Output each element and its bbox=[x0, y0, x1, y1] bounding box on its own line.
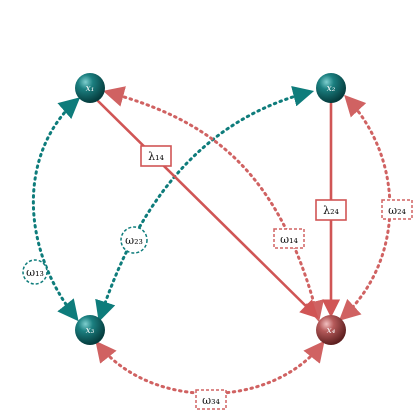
edge-lambda14 bbox=[96, 99, 319, 319]
label-omega34-text: ω₃₄ bbox=[202, 394, 220, 407]
node-x4: x₄ bbox=[316, 315, 346, 345]
label-omega24-text: ω₂₄ bbox=[388, 204, 406, 217]
label-omega23: ω₂₃ bbox=[120, 226, 148, 254]
node-x4-label: x₄ bbox=[327, 326, 336, 336]
node-x2: x₂ bbox=[316, 73, 346, 103]
label-omega23-text: ω₂₃ bbox=[125, 234, 143, 247]
label-omega13-text: ω₁₃ bbox=[26, 266, 44, 279]
label-omega14-text: ω₁₄ bbox=[280, 233, 298, 246]
label-lambda14: λ₁₄ bbox=[140, 145, 172, 167]
label-lambda24-text: λ₂₄ bbox=[323, 204, 339, 217]
node-x1-label: x₁ bbox=[86, 84, 95, 94]
label-omega13: ω₁₃ bbox=[22, 259, 48, 285]
node-x2-label: x₂ bbox=[327, 84, 336, 94]
label-lambda24: λ₂₄ bbox=[315, 199, 347, 221]
edge-omega34 bbox=[95, 340, 325, 395]
label-omega14: ω₁₄ bbox=[273, 228, 305, 249]
node-x3: x₃ bbox=[75, 315, 105, 345]
label-omega24: ω₂₄ bbox=[381, 199, 413, 220]
edge-omega14 bbox=[102, 86, 324, 323]
label-omega34: ω₃₄ bbox=[195, 389, 227, 410]
edge-omega13 bbox=[31, 97, 81, 322]
node-x3-label: x₃ bbox=[86, 326, 95, 336]
node-x1: x₁ bbox=[75, 73, 105, 103]
label-lambda14-text: λ₁₄ bbox=[148, 150, 164, 163]
